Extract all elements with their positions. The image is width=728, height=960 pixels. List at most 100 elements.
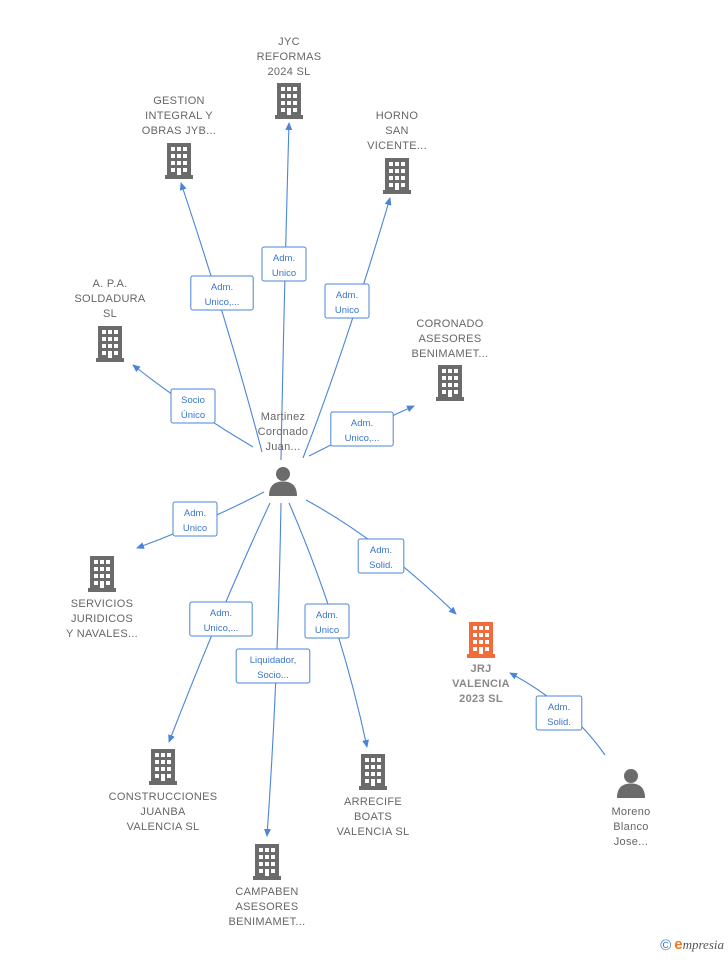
node-label: Blanco <box>613 821 648 833</box>
node-coronado[interactable]: CORONADO ASESORES BENIMAMET... <box>412 318 489 401</box>
node-label: Y NAVALES... <box>66 628 138 640</box>
node-label: SL <box>103 308 117 320</box>
edge-label-text: Adm. <box>211 282 233 293</box>
node-label: BENIMAMET... <box>412 348 489 360</box>
edge-label-box[interactable] <box>261 246 307 282</box>
building-icon <box>149 749 177 785</box>
node-label: 2024 SL <box>267 66 310 78</box>
person-icon <box>617 769 645 798</box>
edge-label-text: Socio <box>181 395 205 406</box>
node-label: Jose... <box>614 836 649 848</box>
edge-label-jyc[interactable]: Adm.Unico <box>261 246 307 282</box>
building-icon <box>383 158 411 194</box>
node-jyc[interactable]: JYC REFORMAS 2024 SL <box>257 36 322 119</box>
node-label: Coronado <box>258 426 309 438</box>
edge-label-moreno[interactable]: Adm. Solid. <box>535 695 583 731</box>
edge-label-text: Liquidador, <box>250 655 296 666</box>
edge-labels-layer: Adm.UnicoAdm.Unico,...Adm.UnicoSocioÚnic… <box>170 246 583 731</box>
footer-brand[interactable]: ©empresia <box>660 936 724 954</box>
edge-label-gestion[interactable]: Adm. Unico,... <box>190 275 254 311</box>
edge-label-text: Adm. <box>184 508 206 519</box>
edge-label-box[interactable] <box>535 695 583 731</box>
node-label: Moreno <box>611 806 650 818</box>
node-label: VALENCIA SL <box>127 821 200 833</box>
edge-label-text: Unico,... <box>204 623 239 634</box>
brand-logo-text: mpresia <box>682 937 724 952</box>
node-horno[interactable]: HORNO SAN VICENTE... <box>367 110 427 194</box>
node-label: 2023 SL <box>459 693 503 705</box>
node-label: Juan... <box>265 441 300 453</box>
edge-label-box[interactable] <box>330 411 394 447</box>
edge-label-box[interactable] <box>357 538 405 574</box>
edge-label-text: Unico <box>183 523 207 534</box>
edge-label-arrecife[interactable]: Adm.Unico <box>304 603 350 639</box>
node-label: JURIDICOS <box>71 613 133 625</box>
building-icon <box>436 365 464 401</box>
node-label: VALENCIA <box>452 678 510 690</box>
edge-label-text: Unico,... <box>205 297 240 308</box>
edge-to-gestion <box>179 182 263 453</box>
edge-label-text: Adm. <box>548 702 570 713</box>
node-label: SAN <box>385 125 409 137</box>
node-label: VICENTE... <box>367 140 427 152</box>
edge-label-campaben[interactable]: Liquidador, Socio... <box>235 648 311 684</box>
node-label: CORONADO <box>416 318 483 330</box>
node-label: JRJ <box>470 663 491 675</box>
edge-label-text: Adm. <box>210 608 232 619</box>
node-label: JUANBA <box>140 806 186 818</box>
edge-label-jrj[interactable]: Adm.Solid. <box>357 538 405 574</box>
node-label: CONSTRUCCIONES <box>109 791 218 803</box>
edges-layer <box>132 122 606 837</box>
node-label: INTEGRAL Y <box>145 110 213 122</box>
node-label: OBRAS JYB... <box>142 125 217 137</box>
node-label: REFORMAS <box>257 51 322 63</box>
building-icon <box>359 754 387 790</box>
edge-label-construcciones[interactable]: Adm. Unico,... <box>189 601 253 637</box>
node-label: ASESORES <box>419 333 482 345</box>
node-moreno[interactable]: MorenoBlancoJose... <box>611 769 650 848</box>
edge-label-text: Único <box>181 410 205 421</box>
edge-label-servicios[interactable]: Adm. Unico <box>172 501 218 537</box>
node-label: JYC <box>278 36 300 48</box>
edge-label-text: Unico,... <box>345 433 380 444</box>
edge-label-box[interactable] <box>235 648 311 684</box>
edge-label-text: Adm. <box>370 545 392 556</box>
node-campaben[interactable]: CAMPABENASESORESBENIMAMET... <box>229 844 306 928</box>
edge-label-text: Unico <box>335 305 359 316</box>
edge-label-box[interactable] <box>170 388 216 424</box>
edge-label-box[interactable] <box>324 283 370 319</box>
node-label: SOLDADURA <box>74 293 146 305</box>
edge-label-coronado[interactable]: Adm.Unico,... <box>330 411 394 447</box>
edge-to-jyc <box>280 122 293 461</box>
node-construcciones[interactable]: CONSTRUCCIONES JUANBA VALENCIA SL <box>109 749 218 833</box>
edge-label-text: Solid. <box>547 717 571 728</box>
node-label: BENIMAMET... <box>229 916 306 928</box>
edge-label-box[interactable] <box>189 601 253 637</box>
edge-label-text: Adm. <box>316 610 338 621</box>
building-icon <box>275 83 303 119</box>
building-icon <box>88 556 116 592</box>
node-label: ASESORES <box>236 901 299 913</box>
node-label: HORNO <box>376 110 419 122</box>
edge-label-box[interactable] <box>190 275 254 311</box>
building-icon <box>96 326 124 362</box>
node-jrj[interactable]: JRJ VALENCIA 2023 SL <box>452 622 510 705</box>
edge-to-horno <box>302 197 392 459</box>
center-person-node[interactable]: MartinezCoronadoJuan... <box>258 411 309 496</box>
edge-label-text: Unico <box>272 268 296 279</box>
node-label: Martinez <box>261 411 306 423</box>
copyright-icon: © <box>660 937 672 954</box>
edge-label-horno[interactable]: Adm.Unico <box>324 283 370 319</box>
edge-label-text: Socio... <box>257 670 289 681</box>
node-label: BOATS <box>354 811 392 823</box>
edge-label-box[interactable] <box>172 501 218 537</box>
brand-logo-initial: e <box>674 936 683 953</box>
edge-label-box[interactable] <box>304 603 350 639</box>
building-icon <box>253 844 281 880</box>
